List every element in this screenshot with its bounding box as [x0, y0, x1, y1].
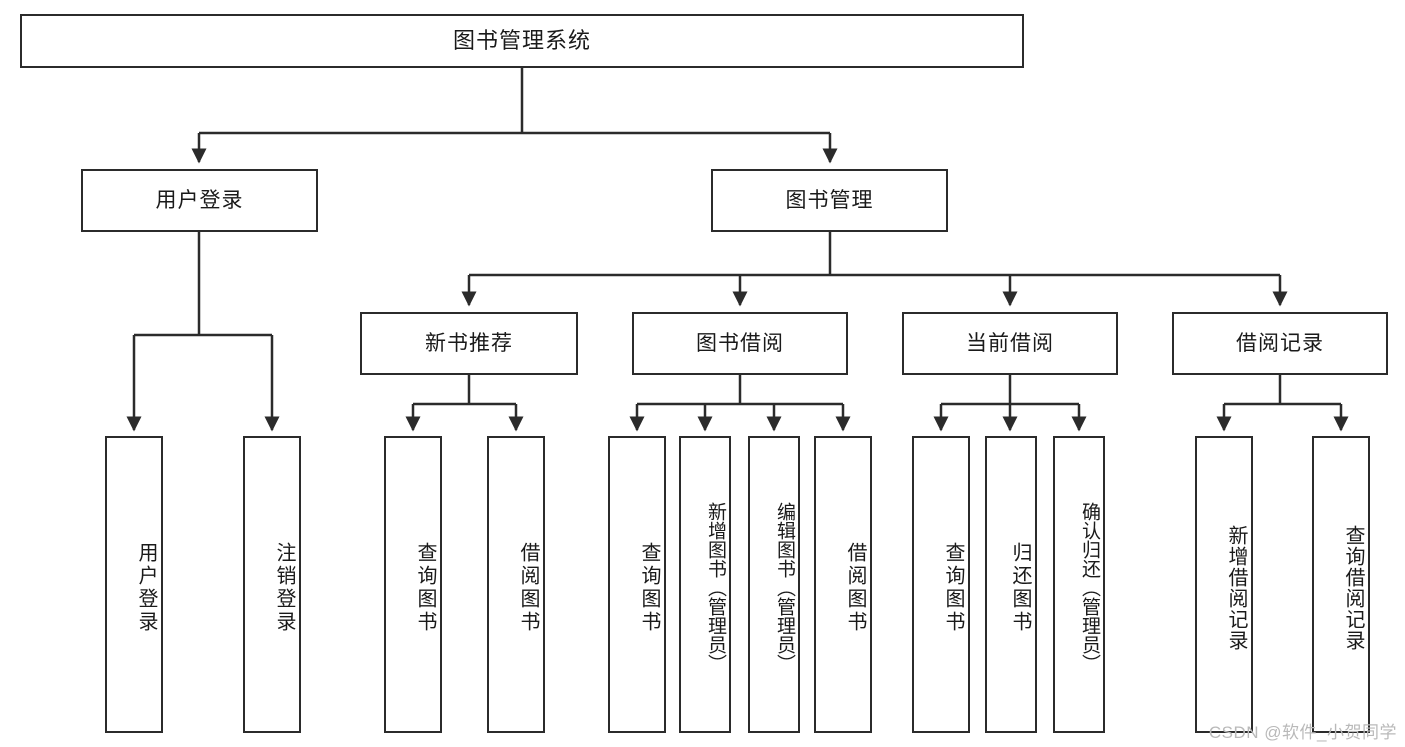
leaf-add-borrow-record-label: 新增借阅记录: [1225, 524, 1247, 651]
leaf-edit-book[interactable]: 编辑图书（管理员）: [748, 436, 800, 733]
leaf-borrow-book-recommend[interactable]: 借阅图书: [487, 436, 545, 733]
node-root-system[interactable]: 图书管理系统: [20, 14, 1024, 68]
leaf-add-borrow-record[interactable]: 新增借阅记录: [1195, 436, 1253, 733]
leaf-query-borrow-record-label: 查询借阅记录: [1342, 524, 1364, 651]
leaf-confirm-return[interactable]: 确认归还（管理员）: [1053, 436, 1105, 733]
leaf-query-borrow-record[interactable]: 查询借阅记录: [1312, 436, 1370, 733]
leaf-borrow-book-recommend-label: 借阅图书: [517, 541, 539, 634]
leaf-edit-book-label: 编辑图书（管理员）: [774, 502, 795, 673]
node-user-login[interactable]: 用户登录: [81, 169, 318, 232]
leaf-return-book-label: 归还图书: [1009, 541, 1031, 634]
leaf-query-book-borrow-label: 查询图书: [638, 541, 660, 634]
node-borrow-record[interactable]: 借阅记录: [1172, 312, 1388, 375]
leaf-add-book[interactable]: 新增图书（管理员）: [679, 436, 731, 733]
leaf-user-logout-label: 注销登录: [273, 541, 295, 634]
leaf-return-book[interactable]: 归还图书: [985, 436, 1037, 733]
leaf-query-book-current-label: 查询图书: [942, 541, 964, 634]
leaf-query-book-recommend[interactable]: 查询图书: [384, 436, 442, 733]
leaf-user-logout[interactable]: 注销登录: [243, 436, 301, 733]
leaf-user-login[interactable]: 用户登录: [105, 436, 163, 733]
watermark: CSDN @软件_小贺同学: [1208, 723, 1397, 742]
leaf-add-book-label: 新增图书（管理员）: [705, 502, 726, 673]
leaf-user-login-label: 用户登录: [135, 541, 157, 634]
node-book-borrow[interactable]: 图书借阅: [632, 312, 848, 375]
leaf-borrow-book-borrow[interactable]: 借阅图书: [814, 436, 872, 733]
node-new-book-recommend[interactable]: 新书推荐: [360, 312, 578, 375]
leaf-query-book-borrow[interactable]: 查询图书: [608, 436, 666, 733]
leaf-borrow-book-borrow-label: 借阅图书: [844, 541, 866, 634]
leaf-query-book-recommend-label: 查询图书: [414, 541, 436, 634]
node-current-borrow[interactable]: 当前借阅: [902, 312, 1118, 375]
leaf-query-book-current[interactable]: 查询图书: [912, 436, 970, 733]
leaf-confirm-return-label: 确认归还（管理员）: [1079, 502, 1100, 673]
node-book-management[interactable]: 图书管理: [711, 169, 948, 232]
